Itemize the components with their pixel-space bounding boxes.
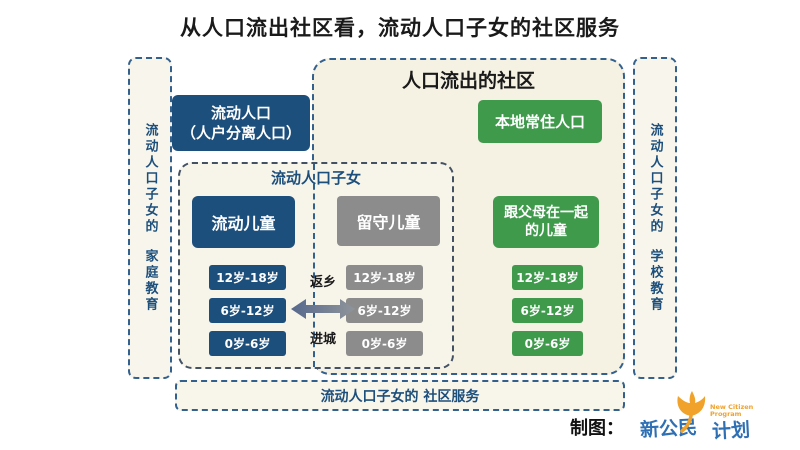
age-chip-leftbehind-12-18: 12岁-18岁: [346, 265, 423, 290]
bidirectional-arrow-icon: [291, 298, 355, 324]
age-chip-withparents-6-12: 6岁-12岁: [512, 298, 583, 323]
page-title: 从人口流出社区看，流动人口子女的社区服务: [180, 16, 620, 40]
with-parents-children-label-line2: 的儿童: [525, 223, 567, 239]
community-services-box: 流动人口子女的 社区服务: [175, 380, 625, 411]
local-population-box: 本地常住人口: [478, 100, 602, 143]
age-chip-withparents-0-6: 0岁-6岁: [512, 331, 583, 356]
migrant-children-label: 流动儿童: [211, 214, 276, 233]
leftbehind-children-box: 留守儿童: [337, 196, 440, 246]
family-education-panel-text-top: 流动人口子女的: [142, 123, 158, 235]
age-chip-leftbehind-0-6: 0岁-6岁: [346, 331, 423, 356]
logo-en-text: New Citizen Program: [710, 403, 754, 419]
logo-en-line2: Program: [710, 410, 742, 419]
credit-label: 制图：: [570, 418, 624, 439]
migrant-population-line2: （人户分离人口）: [180, 124, 301, 142]
flow-label-return-home: 返乡: [309, 275, 336, 290]
outflow-community-title: 人口流出的社区: [401, 70, 535, 92]
ginkgo-leaf-icon: [674, 390, 708, 438]
school-education-panel: 流动人口子女的 学校教育: [633, 57, 677, 379]
age-chip-leftbehind-6-12: 6岁-12岁: [346, 298, 423, 323]
age-chip-migrant-0-6: 0岁-6岁: [209, 331, 286, 356]
local-population-label: 本地常住人口: [494, 113, 585, 131]
logo-cn-right: 计划: [711, 419, 751, 443]
migrant-children-box: 流动儿童: [192, 196, 295, 248]
with-parents-children-box: 跟父母在一起 的儿童: [493, 196, 599, 248]
with-parents-children-label-line1: 跟父母在一起: [504, 204, 588, 221]
flow-label-enter-city: 进城: [309, 332, 336, 347]
migrant-population-box: 流动人口 （人户分离人口）: [172, 95, 310, 151]
age-chip-withparents-12-18: 12岁-18岁: [512, 265, 583, 290]
logo-en-line1: New Citizen: [710, 403, 754, 411]
leftbehind-children-label: 留守儿童: [356, 213, 421, 232]
family-education-panel: 流动人口子女的 家庭教育: [128, 57, 172, 379]
age-chip-migrant-12-18: 12岁-18岁: [209, 265, 286, 290]
school-education-panel-text-top: 流动人口子女的: [647, 123, 663, 235]
family-education-panel-text-bottom: 家庭教育: [142, 249, 158, 313]
school-education-panel-text-bottom: 学校教育: [647, 249, 663, 313]
migrant-population-line1: 流动人口: [210, 103, 271, 122]
community-left-border-line: [313, 164, 315, 367]
community-services-label: 流动人口子女的 社区服务: [320, 388, 480, 405]
migrant-children-group-title: 流动人口子女: [270, 169, 361, 187]
age-chip-migrant-6-12: 6岁-12岁: [209, 298, 286, 323]
new-citizen-program-logo: 新公民 New Citizen Program 计划: [640, 388, 795, 448]
